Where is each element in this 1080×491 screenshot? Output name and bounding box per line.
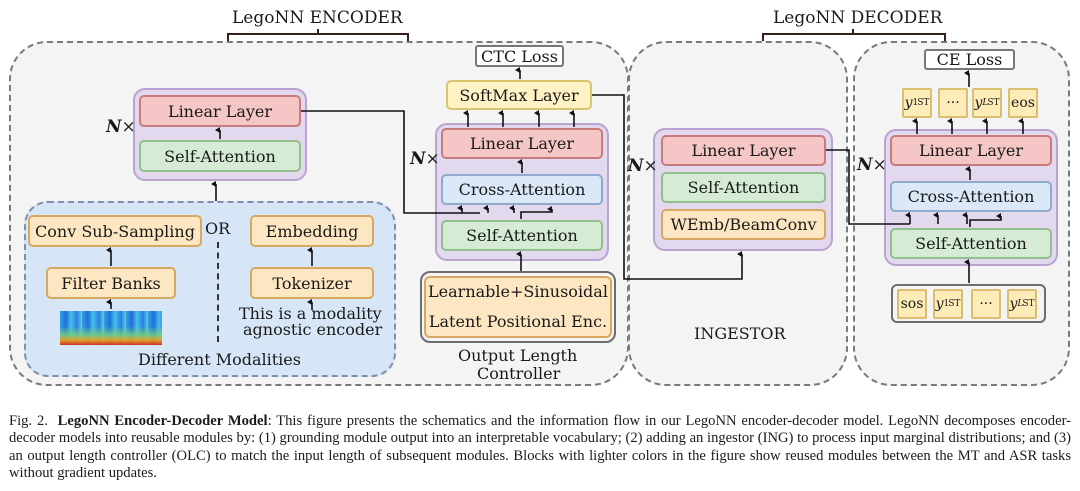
ingestor-self-attention: Self-Attention (661, 172, 826, 203)
decoder-output-eos: eos (1008, 88, 1038, 118)
encoder-left-linear-layer: Linear Layer (139, 95, 301, 127)
ingestor-linear-layer: Linear Layer (661, 135, 826, 166)
encoder-right-linear-layer: Linear Layer (441, 128, 603, 159)
decoder-input-sos: sos (897, 289, 927, 319)
spectrogram-image (60, 311, 162, 345)
encoder-right-self-attention: Self-Attention (441, 220, 603, 251)
caption-prefix: Fig. 2. (9, 413, 48, 429)
encoder-left-n-times: N× (106, 117, 136, 137)
ctc-loss-block: CTC Loss (475, 45, 564, 67)
encoder-title: LegoNN ENCODER (232, 8, 403, 28)
decoder-n-times: N× (857, 155, 887, 175)
olc-line2: Latent Positional Enc. (428, 312, 608, 331)
modality-note-line1: This is a modality (239, 304, 382, 323)
decoder-title: LegoNN DECODER (773, 8, 943, 28)
or-label: OR (205, 219, 231, 238)
line-left-linear-to-cross-attn (301, 110, 480, 214)
encoder-title-bracket (227, 29, 409, 41)
embedding-block: Embedding (250, 215, 374, 247)
caption-bold: LegoNN Encoder-Decoder Model (57, 413, 268, 429)
caption-text: : This figure presents the schematics an… (9, 413, 1072, 481)
wemb-beamconv-block: WEmb/BeamConv (661, 209, 826, 240)
decoder-output-dots: ··· (938, 88, 968, 118)
decoder-self-attention: Self-Attention (890, 228, 1052, 259)
decoder-title-bracket (762, 29, 946, 41)
line-ingestor-to-decoder (826, 149, 910, 225)
connector-lines (106, 29, 1024, 310)
olc-line1: Learnable+Sinusoidal (428, 282, 608, 301)
olc-label-line2: Controller (477, 364, 561, 383)
filter-banks-block: Filter Banks (46, 267, 176, 299)
modality-divider (217, 242, 219, 342)
ingestor-label: INGESTOR (694, 324, 786, 343)
decoder-linear-layer: Linear Layer (890, 135, 1052, 166)
modalities-label: Different Modalities (138, 350, 301, 369)
olc-label-line1: Output Length (458, 346, 578, 365)
ce-loss-block: CE Loss (924, 49, 1015, 70)
softmax-layer-block: SoftMax Layer (446, 80, 592, 110)
figure-caption: Fig. 2. LegoNN Encoder-Decoder Model: Th… (9, 413, 1071, 482)
modality-note-line2: agnostic encoder (243, 320, 383, 339)
ingestor-n-times: N× (628, 156, 658, 176)
olc-positional-encoding-block: Learnable+Sinusoidal Latent Positional E… (424, 276, 612, 338)
decoder-input-dots: ··· (971, 289, 1001, 319)
conv-sub-sampling-block: Conv Sub-Sampling (28, 215, 202, 247)
line-softmax-to-ingestor (592, 94, 743, 280)
encoder-right-cross-attention: Cross-Attention (441, 174, 603, 205)
decoder-cross-attention: Cross-Attention (890, 181, 1052, 212)
encoder-left-self-attention: Self-Attention (139, 140, 301, 172)
encoder-right-n-times: N× (410, 149, 440, 169)
tokenizer-block: Tokenizer (250, 267, 374, 299)
